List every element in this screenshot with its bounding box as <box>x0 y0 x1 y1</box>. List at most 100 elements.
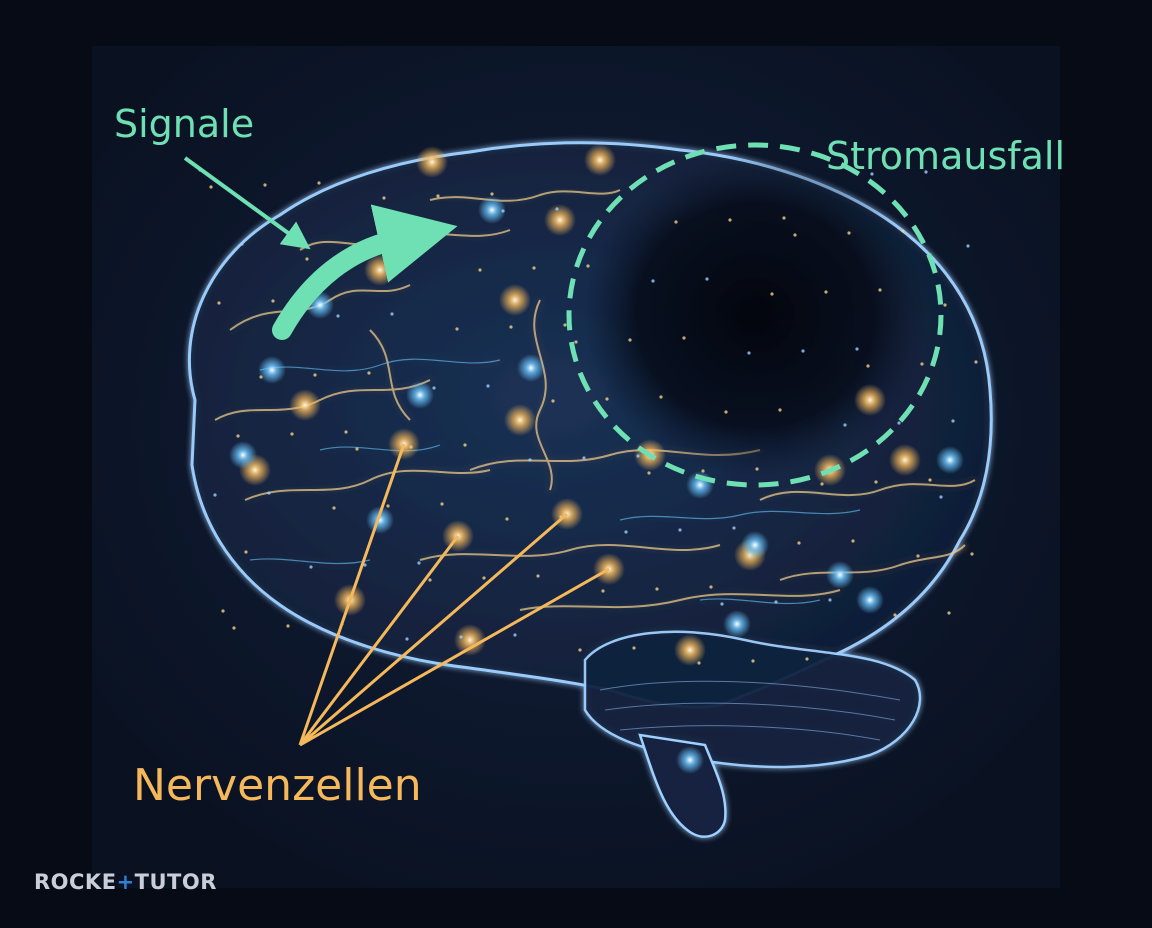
signal-spark <box>406 381 434 409</box>
network-speck <box>267 491 271 495</box>
network-speck <box>751 659 755 663</box>
network-speck <box>797 541 801 545</box>
network-speck <box>459 635 463 639</box>
network-speck <box>632 646 636 650</box>
signal-spark <box>366 506 394 534</box>
network-speck <box>893 613 897 617</box>
network-speck <box>647 471 651 475</box>
network-speck <box>920 362 924 366</box>
network-speck <box>901 229 905 233</box>
network-speck <box>382 196 386 200</box>
network-speck <box>897 421 901 425</box>
network-speck <box>505 517 509 521</box>
network-speck <box>728 218 732 222</box>
network-speck <box>463 443 467 447</box>
neuron-node <box>584 144 616 176</box>
network-speck <box>966 244 970 248</box>
network-speck <box>305 257 309 261</box>
network-speck <box>674 220 678 224</box>
signal-spark <box>723 610 751 638</box>
network-speck <box>482 576 486 580</box>
neuron-node <box>544 204 576 236</box>
network-speck <box>290 432 294 436</box>
network-speck <box>916 554 920 558</box>
network-speck <box>509 325 513 329</box>
network-speck <box>336 314 340 318</box>
network-speck <box>409 445 413 449</box>
network-speck <box>528 458 532 462</box>
network-speck <box>636 454 640 458</box>
network-speck <box>313 373 317 377</box>
network-speck <box>317 181 321 185</box>
network-speck <box>947 611 951 615</box>
network-speck <box>732 526 736 530</box>
network-speck <box>586 264 590 268</box>
network-speck <box>309 565 313 569</box>
network-speck <box>501 209 505 213</box>
signal-spark <box>826 561 854 589</box>
network-speck <box>820 482 824 486</box>
network-speck <box>805 657 809 661</box>
network-speck <box>574 340 578 344</box>
network-speck <box>490 192 494 196</box>
network-speck <box>847 231 851 235</box>
signal-spark <box>856 586 884 614</box>
outage-dark-region <box>585 155 925 475</box>
network-speck <box>774 600 778 604</box>
signal-curved-arrow <box>272 204 458 340</box>
network-speck <box>332 506 336 510</box>
network-speck <box>824 290 828 294</box>
network-speck <box>259 375 263 379</box>
network-speck <box>697 661 701 665</box>
network-speck <box>843 423 847 427</box>
network-speck <box>417 561 421 565</box>
network-speck <box>943 303 947 307</box>
network-speck <box>651 279 655 283</box>
network-speck <box>605 397 609 401</box>
network-speck <box>551 399 555 403</box>
network-speck <box>628 338 632 342</box>
network-speck <box>874 480 878 484</box>
neuron-node <box>499 284 531 316</box>
network-speck <box>344 430 348 434</box>
network-speck <box>286 624 290 628</box>
signal-spark <box>741 531 769 559</box>
signal-spark <box>478 196 506 224</box>
network-speck <box>440 502 444 506</box>
network-speck <box>678 528 682 532</box>
network-speck <box>974 360 978 364</box>
outage-dashed-circle <box>566 142 944 488</box>
network-speck <box>701 469 705 473</box>
network-speck <box>878 288 882 292</box>
network-speck <box>801 349 805 353</box>
network-speck <box>924 170 928 174</box>
neuron-node <box>454 624 486 656</box>
network-speck <box>720 602 724 606</box>
network-speck <box>232 626 236 630</box>
neuron-node <box>889 444 921 476</box>
network-speck <box>970 552 974 556</box>
network-speck <box>828 598 832 602</box>
network-speck <box>951 419 955 423</box>
network-speck <box>555 207 559 211</box>
network-speck <box>870 172 874 176</box>
neuron-node <box>416 146 448 178</box>
network-speck <box>770 292 774 296</box>
network-speck <box>432 386 436 390</box>
network-speck <box>939 495 943 499</box>
network-speck <box>390 312 394 316</box>
signal-spark <box>676 746 704 774</box>
network-speck <box>486 384 490 388</box>
network-speck <box>244 550 248 554</box>
network-speck <box>213 493 217 497</box>
neuron-node <box>674 634 706 666</box>
network-speck <box>866 364 870 368</box>
power-outage-label: Stromausfall <box>826 134 1066 178</box>
network-speck <box>363 563 367 567</box>
network-speck <box>513 633 517 637</box>
network-speck <box>705 277 709 281</box>
network-speck <box>755 467 759 471</box>
network-speck <box>209 185 213 189</box>
network-speck <box>478 268 482 272</box>
